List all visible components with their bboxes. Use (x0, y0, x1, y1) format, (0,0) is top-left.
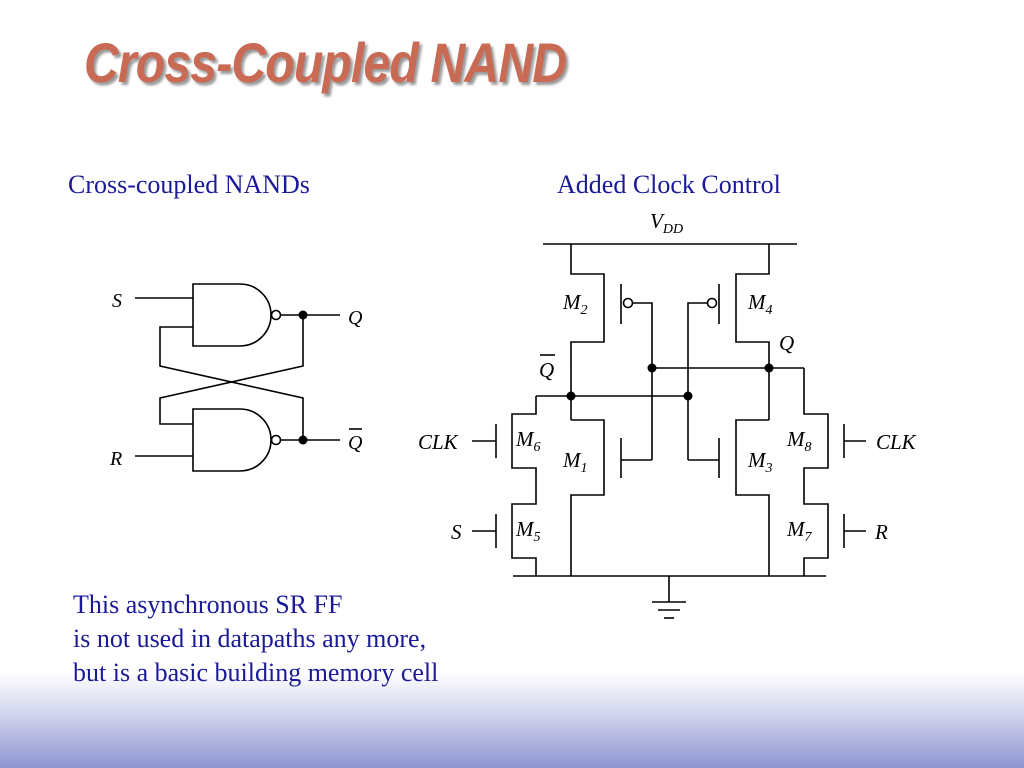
junction-q-gate (647, 363, 657, 373)
caption-added-clock-control: Added Clock Control (557, 170, 781, 199)
transistor-m5 (472, 486, 537, 576)
label-clk-left: CLK (418, 430, 459, 454)
slide-note: This asynchronous SR FF is not used in d… (73, 588, 438, 690)
label-m8: M8 (786, 427, 812, 455)
label-m2: M2 (562, 290, 588, 318)
label-m3: M3 (747, 448, 773, 476)
label-clk-right: CLK (876, 430, 917, 454)
label-m6: M6 (515, 427, 541, 455)
label-q-node: Q (779, 331, 794, 355)
label-q-output: Q (348, 307, 363, 329)
label-r-input: R (109, 448, 122, 470)
note-line-2: is not used in datapaths any more, (73, 624, 427, 653)
label-s-transistor: S (451, 520, 462, 544)
note-line-1: This asynchronous SR FF (73, 590, 343, 619)
label-m1: M1 (562, 448, 588, 476)
nand-gate-bottom (192, 408, 272, 472)
label-s-input: S (112, 290, 122, 312)
label-m7: M7 (786, 517, 813, 545)
junction-q-drain (764, 363, 774, 373)
nand-gate-top (192, 283, 272, 347)
transistor-diagram: VDD (418, 209, 917, 619)
junction-qbar-drain (566, 391, 576, 401)
transistor-m1 (570, 419, 652, 576)
label-vdd: VDD (650, 209, 683, 237)
wire-feedback-q (159, 315, 304, 425)
junction-qbar-gate (683, 391, 693, 401)
transistor-m7 (803, 486, 866, 576)
caption-cross-coupled-nands: Cross-coupled NANDs (68, 170, 310, 199)
slide-title: Cross-Coupled NAND (84, 31, 567, 94)
nand-bottom-inversion-bubble (270, 434, 282, 446)
wire-feedback-qbar (159, 326, 304, 440)
label-qbar-node: Q (539, 358, 554, 382)
label-r-transistor: R (874, 520, 888, 544)
transistor-m3 (688, 419, 770, 576)
bottom-gradient-band (0, 672, 1024, 768)
transistor-m2 (570, 244, 653, 460)
label-qbar-output: Q (348, 432, 363, 454)
transistor-m4 (687, 244, 770, 460)
transistor-m6 (472, 396, 537, 486)
transistor-m8 (803, 368, 866, 486)
ground-symbol-icon (652, 576, 686, 619)
nand-gate-diagram: S R Q Q (109, 283, 363, 472)
note-line-3: but is a basic building memory cell (73, 658, 439, 687)
nand-top-inversion-bubble (270, 309, 282, 321)
label-m4: M4 (747, 290, 773, 318)
label-m5: M5 (515, 517, 541, 545)
